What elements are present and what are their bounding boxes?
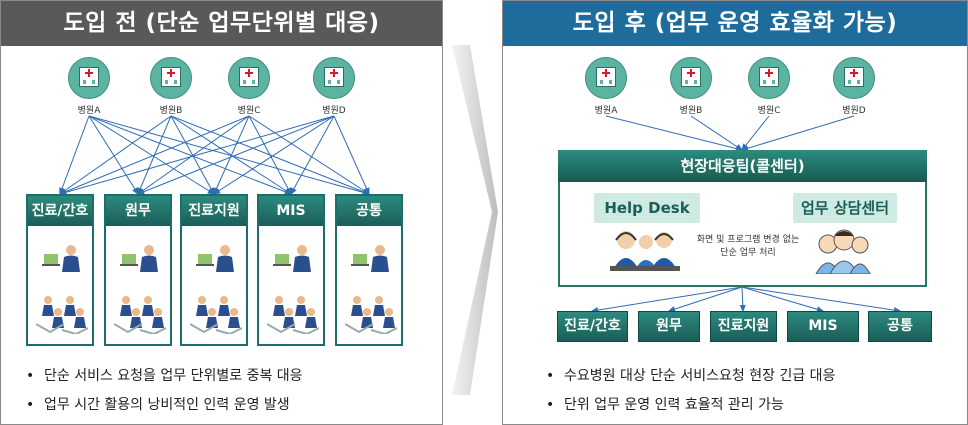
office-worker-icon [42,245,80,272]
hospital-a-right: 병원A [585,57,627,116]
hospital-icon [670,57,712,99]
hospital-label: 병원B [159,106,183,116]
field-response-team-title: 현장대응팀(콜센터) [558,150,927,182]
before-bullet-1: •단순 서비스 요청을 업무 단위별로 중복 대응 [26,368,303,384]
after-title: 도입 후 (업무 운영 효율화 가능) [503,1,967,46]
hospital-b-right: 병원B [670,57,712,116]
hospital-d-left: 병원D [313,57,355,116]
hospital-icon [68,57,110,99]
dept-column-clinical: 진료/간호 [26,194,94,346]
after-bullet-1: •수요병원 대상 단순 서비스요청 현장 긴급 대응 [546,368,836,384]
team-icon [36,296,88,334]
hospital-c-left: 병원C [228,57,270,116]
dept-button-admin: 원무 [638,311,700,342]
dept-button-mis: MIS [787,311,859,342]
hospital-d-right: 병원D [833,57,875,116]
hospital-label: 병원D [842,106,866,116]
hospital-label: 병원A [77,106,101,116]
help-desk-label: Help Desk [594,193,700,223]
office-worker-icon [196,245,234,272]
dept-button-clinical: 진료/간호 [557,311,628,342]
team-icon [114,296,166,334]
hospital-label: 병원C [237,106,261,116]
office-worker-icon [351,245,389,272]
office-worker-icon [273,245,311,272]
dept-column-admin: 원무 [104,194,172,346]
hospital-icon [228,57,270,99]
dept-button-support: 진료지원 [710,311,777,342]
dept-column-support: 진료지원 [180,194,248,346]
team-icon [345,296,397,334]
hospital-b-left: 병원B [150,57,192,116]
team-icon [267,296,319,334]
hospital-label: 병원C [757,106,781,116]
hospital-c-right: 병원C [748,57,790,116]
hospital-icon [313,57,355,99]
hospital-label: 병원D [322,106,346,116]
team-icon [190,296,242,334]
dept-header: 공통 [337,196,401,226]
call-center-agents-icon [610,231,680,271]
hospital-label: 병원B [679,106,703,116]
dept-column-mis: MIS [257,194,325,346]
processing-note-line-2: 단순 업무 처리 [720,248,776,258]
hospital-icon [150,57,192,99]
processing-note: 화면 및 프로그램 변경 없는 단순 업무 처리 [686,234,810,260]
dept-header: MIS [259,196,323,226]
dept-header: 원무 [106,196,170,226]
before-title: 도입 전 (단순 업무단위별 대응) [1,1,442,46]
consultants-icon [815,229,871,274]
dept-column-common: 공통 [335,194,403,346]
hospital-icon [585,57,627,99]
before-bullet-2: •업무 시간 활용의 낭비적인 인력 운영 발생 [26,397,290,413]
hospital-icon [833,57,875,99]
hospital-icon [748,57,790,99]
after-bullet-2: •단위 업무 운영 인력 효율적 관리 가능 [546,397,784,413]
office-worker-icon [120,245,158,272]
processing-note-line-1: 화면 및 프로그램 변경 없는 [696,235,800,245]
dept-header: 진료/간호 [28,196,92,226]
hospital-label: 병원A [594,106,618,116]
dept-header: 진료지원 [182,196,246,226]
dept-button-common: 공통 [868,311,932,342]
consult-center-label: 업무 상담센터 [793,193,897,223]
hospital-a-left: 병원A [68,57,110,116]
